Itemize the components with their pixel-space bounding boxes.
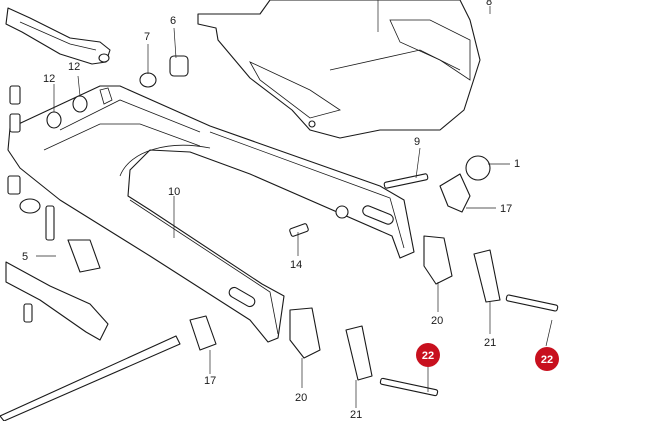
- callout-20-right: 20: [431, 315, 443, 327]
- highlight-badge-label: 22: [541, 354, 553, 366]
- chain-guide-arm: [5, 7, 111, 65]
- callout-21-bottom: 21: [350, 409, 362, 421]
- highlighted-callout-22-left[interactable]: 22: [416, 343, 440, 367]
- highlight-badge-circle: [416, 343, 440, 367]
- callout-12-right: 12: [68, 61, 80, 73]
- highlight-badge-label: 22: [422, 350, 434, 362]
- callouts: 6 7 8 9 10 12 12 14 17 17 20 20 21 21 1 …: [22, 0, 520, 421]
- swingarm: [7, 85, 415, 343]
- bushing-parts: [139, 55, 189, 88]
- callout-5: 5: [22, 251, 28, 263]
- chain-guard: [197, 0, 481, 139]
- callout-8: 8: [486, 0, 492, 8]
- callout-17-bottom: 17: [204, 375, 216, 387]
- right-hardware: [189, 155, 559, 397]
- highlighted-callout-22-right[interactable]: 22: [535, 347, 559, 371]
- callout-12-left: 12: [43, 73, 55, 85]
- leader-lines: [36, 0, 553, 408]
- callout-17-right: 17: [500, 203, 512, 215]
- callout-7: 7: [144, 31, 150, 43]
- axle-shaft: [0, 335, 181, 421]
- callout-9: 9: [414, 136, 420, 148]
- callout-21-right: 21: [484, 337, 496, 349]
- callout-10: 10: [168, 186, 180, 198]
- callout-6: 6: [170, 15, 176, 27]
- callout-20-bottom: 20: [295, 392, 307, 404]
- callout-1: 1: [514, 158, 520, 170]
- callout-14: 14: [290, 259, 302, 271]
- highlight-badge-circle: [535, 347, 559, 371]
- left-hardware: [5, 85, 109, 341]
